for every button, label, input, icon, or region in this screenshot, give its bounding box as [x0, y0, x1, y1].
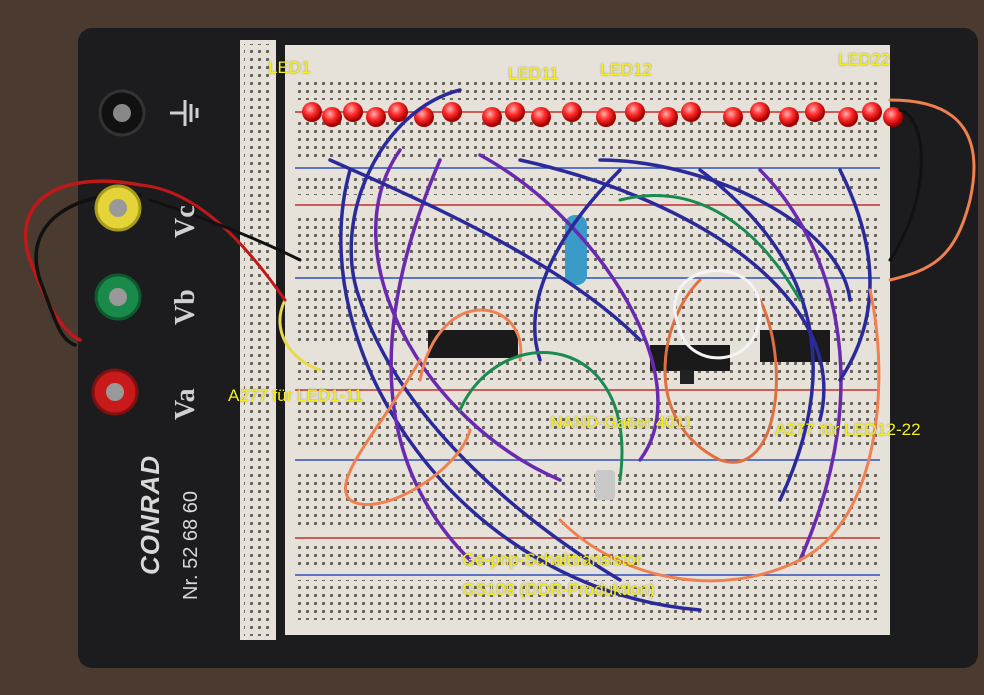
label-a277-right: A277 für LED12-22	[775, 420, 921, 439]
led	[505, 102, 525, 122]
capacitor	[565, 215, 587, 285]
led	[750, 102, 770, 122]
led	[625, 102, 645, 122]
label-nand-gate: NAND-Gatter 4011	[550, 413, 693, 432]
ic-a277-left	[428, 330, 518, 358]
label-a277-left: A277 für LED1-11	[228, 386, 363, 405]
led	[562, 102, 582, 122]
part-number: Nr. 52 68 60	[180, 491, 202, 600]
led	[862, 102, 882, 122]
ground-icon	[170, 100, 199, 126]
terminal-label-va: Va	[170, 388, 201, 420]
brand-logo: CONRAD	[135, 454, 165, 575]
led	[681, 102, 701, 122]
led	[343, 102, 363, 122]
jumper-wires	[23, 88, 976, 612]
terminal-label-vb: Vb	[170, 289, 201, 325]
led-row	[302, 102, 903, 127]
led	[779, 107, 799, 127]
led	[302, 102, 322, 122]
label-led12: LED12	[600, 60, 652, 79]
label-transistor-line2: GS109 (DDR-Produktion)	[462, 580, 655, 599]
terminal-vb	[94, 273, 142, 321]
led	[596, 107, 616, 127]
led	[366, 107, 386, 127]
terminal-vc	[94, 184, 142, 232]
led	[805, 102, 825, 122]
label-led22: LED22	[838, 50, 890, 69]
terminal-label-vc: Vc	[170, 205, 201, 238]
label-led11: LED11	[508, 64, 559, 83]
led	[531, 107, 551, 127]
led	[883, 107, 903, 127]
led	[838, 107, 858, 127]
transistor-gs109	[595, 470, 615, 500]
terminal-ground	[98, 89, 146, 137]
label-led1: LED1	[268, 58, 311, 77]
transistor-small	[680, 370, 694, 384]
led	[442, 102, 462, 122]
terminal-va	[91, 368, 139, 416]
led	[482, 107, 502, 127]
led	[414, 107, 434, 127]
led	[388, 102, 408, 122]
led	[658, 107, 678, 127]
led	[723, 107, 743, 127]
label-transistor-line1: Ge-pnp-Schalttransistor	[462, 550, 642, 569]
led	[322, 107, 342, 127]
